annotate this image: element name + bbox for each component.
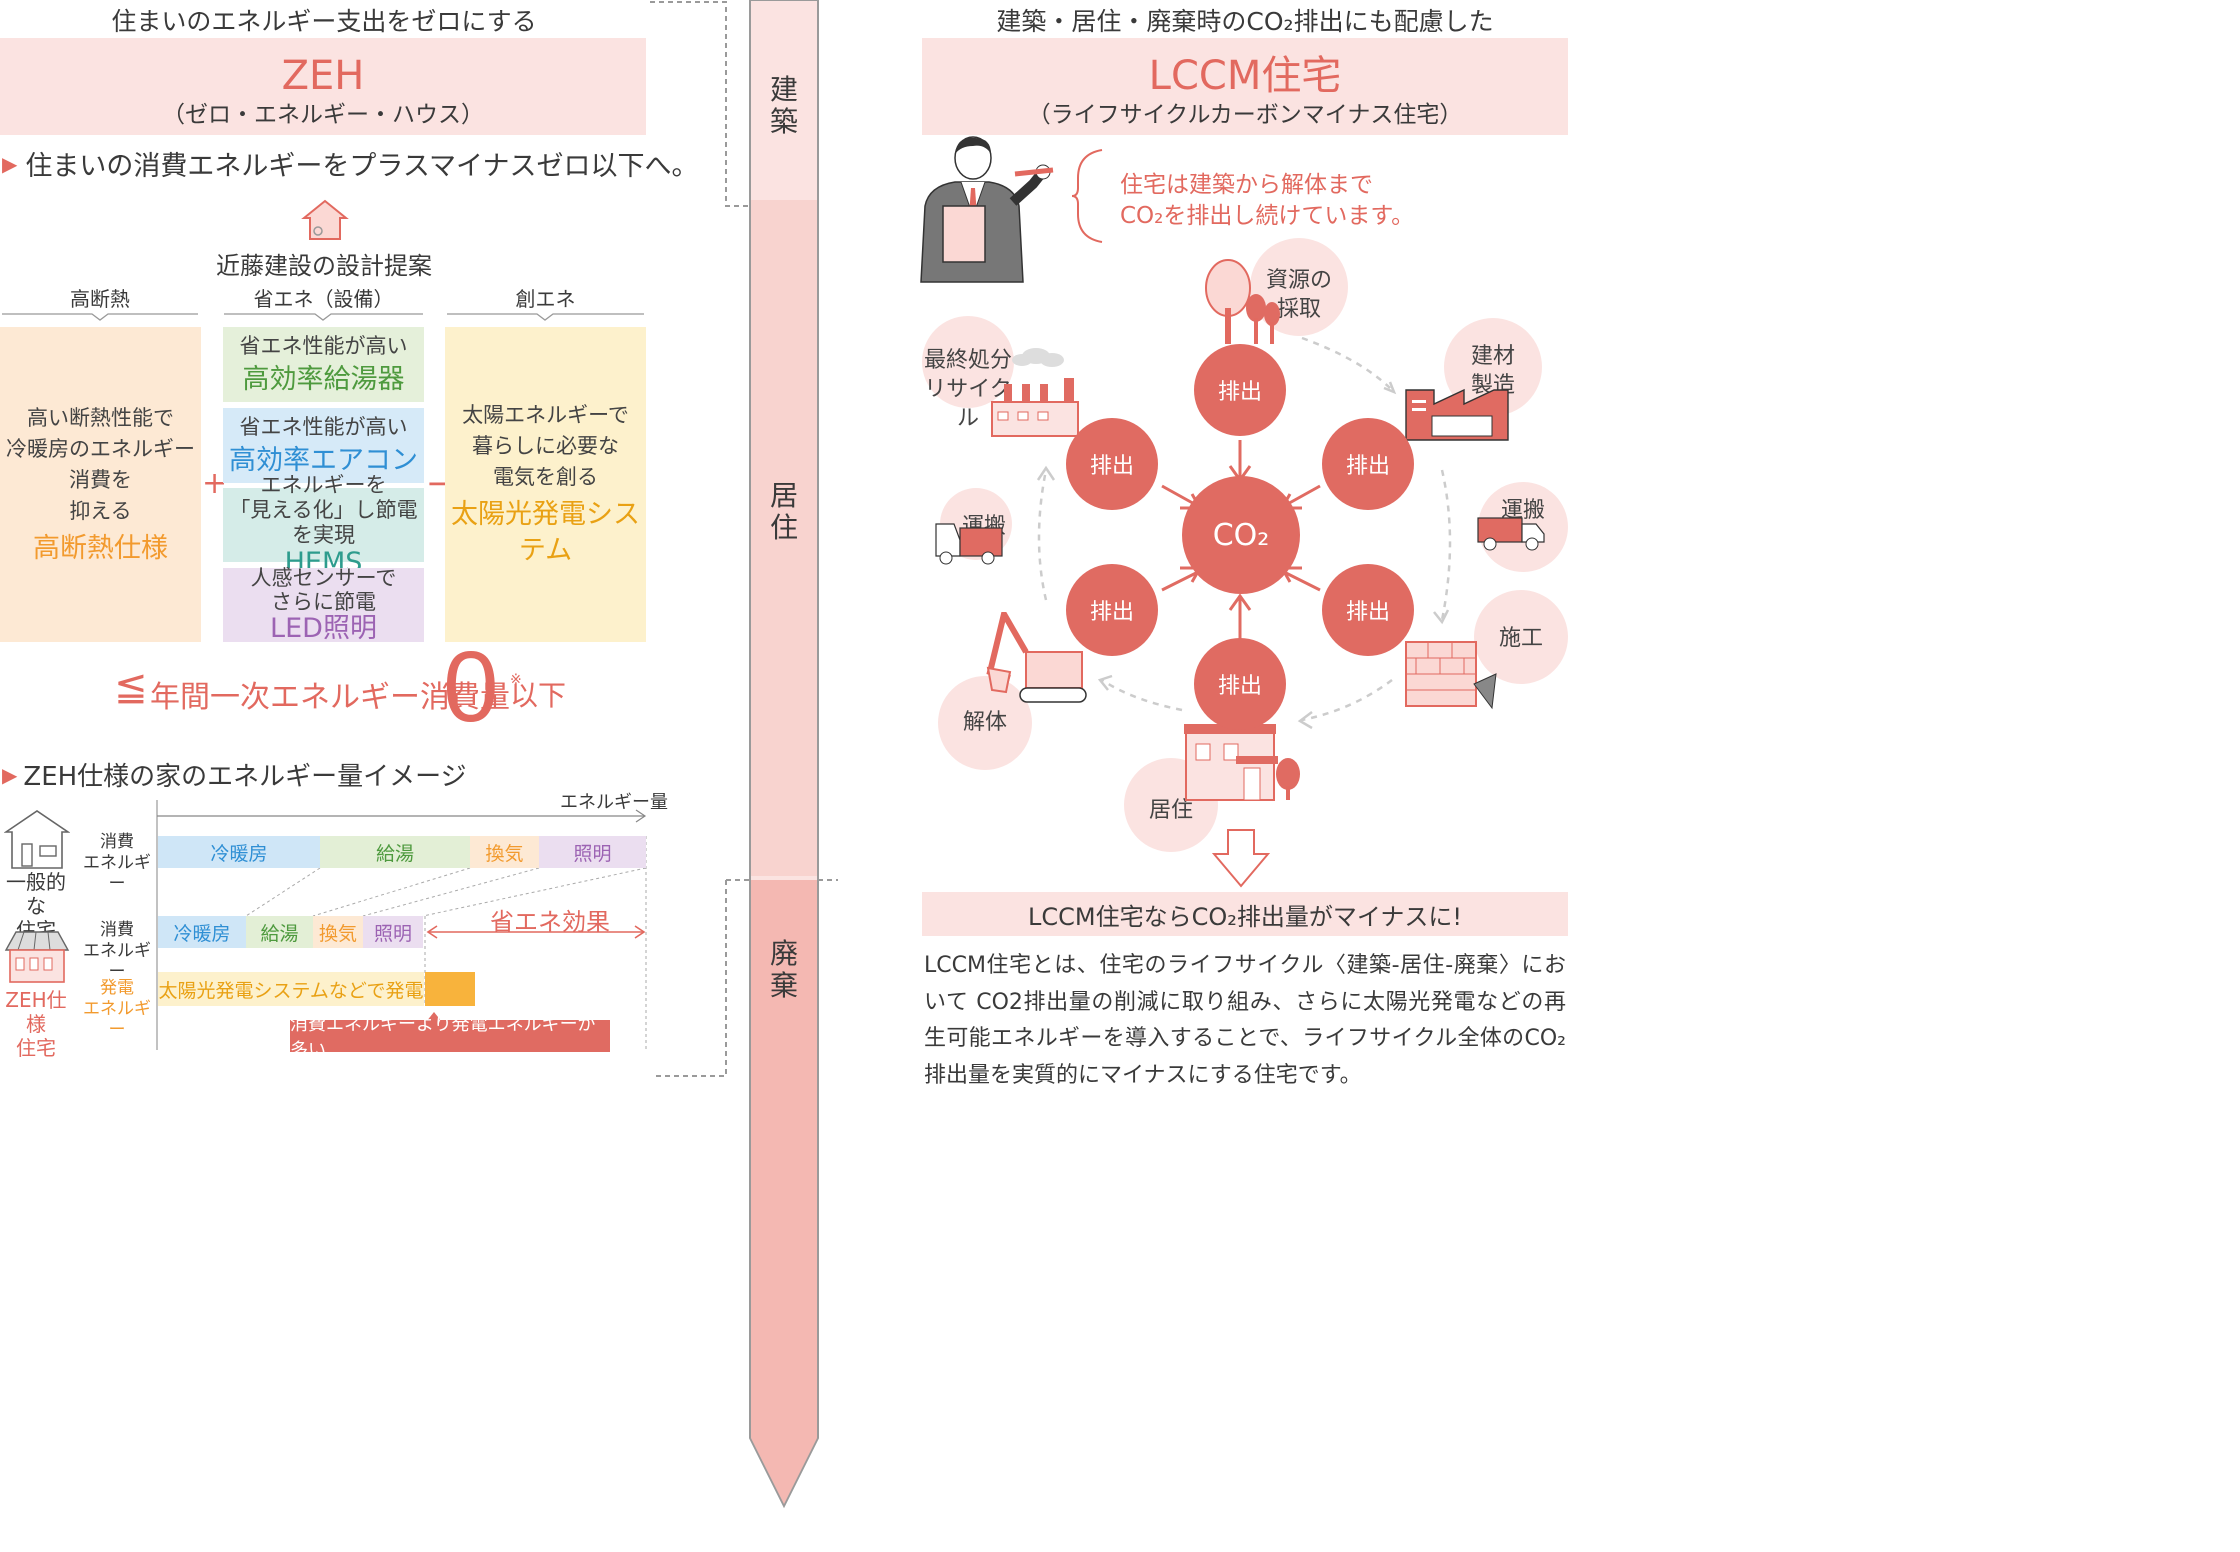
living-house-icon (1184, 724, 1300, 801)
speech-text: 住宅は建築から解体まで CO₂を排出し続けています。 (1120, 172, 1415, 229)
house2-label: ZEH仕様 住宅 (5, 988, 67, 1060)
row2-label: 消費 エネルギー (83, 920, 151, 982)
stage-demolition-circle (938, 676, 1032, 770)
bar-reidanbo: 冷暖房 (158, 836, 320, 868)
house-outline-icon (301, 199, 349, 240)
bar2-kanki: 換気 (313, 916, 363, 948)
lccm-title: LCCM住宅 (1148, 53, 1342, 99)
house-icon (4, 810, 70, 869)
saving-arrow (426, 925, 646, 939)
col-creation: 創エネ (515, 287, 576, 311)
lifecycle-dashed-arrows (1036, 336, 1452, 730)
water-heater-box: 省エネ性能が高い 高効率給湯器 (223, 327, 424, 402)
design-label: 近藤建設の設計提案 (216, 252, 432, 280)
emission-top: 排出 (1194, 344, 1286, 436)
bar-kanki: 換気 (470, 836, 539, 868)
zeh-caption: 住まいのエネルギー支出をゼロにする (111, 7, 537, 36)
stage-living-label: 居住 (1148, 798, 1193, 823)
plus-sign: + (202, 466, 228, 501)
solar-name: 太陽光発電システム (451, 499, 640, 566)
axis-label: エネルギー量 (560, 792, 668, 813)
ika-label: 以下 (510, 679, 567, 712)
emission-lower-left: 排出 (1066, 564, 1158, 656)
lccm-caption: 建築・居住・廃棄時のCO₂排出にも配慮した (996, 7, 1494, 36)
truck-left-icon (935, 523, 1003, 565)
trees-icon (1205, 259, 1280, 344)
zero-value: 0 (443, 631, 499, 743)
note-pointer (426, 1012, 442, 1022)
bar-generation: 太陽光発電システムなどで発電 (158, 972, 424, 1006)
triangle-icon: ▶ (2, 762, 18, 787)
aircon-box: 省エネ性能が高い 高効率エアコン (223, 408, 424, 483)
insulation-name: 高断熱仕様 (33, 532, 168, 564)
zeh-subtitle: （ゼロ・エネルギー・ハウス） (162, 102, 484, 128)
businessman-illustration (920, 136, 1054, 283)
bar2-shomei: 照明 (363, 916, 423, 948)
bar-kyuto: 給湯 (320, 836, 470, 868)
factory-icon (1405, 388, 1509, 441)
triangle-icon: ▶ (2, 151, 18, 176)
lccm-subtitle: （ライフサイクルカーボンマイナス住宅） (1027, 102, 1463, 128)
timeline-stage-live: 居 住 (769, 479, 798, 544)
speech-brace (1071, 149, 1103, 243)
zeh-title: ZEH (281, 53, 365, 99)
emission-lower-right: 排出 (1322, 564, 1414, 656)
zeh-bullet: ▶ 住まいの消費エネルギーをプラスマイナスゼロ以下へ。 (2, 151, 699, 182)
annual-label: 年間一次エネルギー消費量※ (150, 672, 522, 715)
row3-label: 発電 エネルギー (83, 978, 151, 1040)
zeh-house-icon (4, 931, 70, 983)
col-saving: 省エネ（設備） (253, 287, 394, 311)
truck-right-icon (1477, 517, 1545, 551)
stage-disposal-circle (922, 316, 1014, 408)
stage-construction-label: 施工 (1498, 626, 1543, 651)
lccm-title-band: LCCM住宅 （ライフサイクルカーボンマイナス住宅） (922, 38, 1568, 135)
excavator-icon (986, 612, 1087, 703)
timeline-stage-build: 建 築 (769, 73, 798, 138)
lccm-description: LCCM住宅とは、住宅のライフサイクル〈建築-居住-廃棄〉において CO2排出量… (924, 953, 1566, 1088)
timeline-frame (650, 0, 838, 1509)
bar2-reidanbo: 冷暖房 (158, 916, 246, 948)
co2-circle: CO₂ (1182, 476, 1300, 594)
led-box: 人感センサーで さらに節電 LED照明 (223, 566, 424, 644)
col-insulation: 高断熱 (70, 287, 130, 311)
recycling-plant-icon (991, 348, 1079, 437)
emission-upper-right: 排出 (1322, 418, 1414, 510)
stage-construction-circle (1474, 590, 1568, 684)
column-brackets (2, 313, 644, 321)
energy-chart-heading: ▶ ZEH仕様の家のエネルギー量イメージ (2, 762, 467, 792)
result-band: LCCM住宅ならCO₂排出量がマイナスに! (922, 892, 1568, 936)
bar-shomei: 照明 (539, 836, 646, 868)
hems-box: エネルギーを 「見える化」し節電を実現 HEMS (223, 473, 424, 577)
chart-axes (156, 800, 647, 1050)
timeline-stage-dispose: 廃 棄 (769, 937, 798, 1002)
solar-box: 太陽エネルギーで 暮らしに必要な 電気を創る 太陽光発電システム (445, 327, 646, 642)
bar-generation-surplus (425, 972, 475, 1006)
insulation-box: 高い断熱性能で 冷暖房のエネルギー消費を 抑える 高断熱仕様 (0, 327, 201, 642)
zeh-title-band: ZEH （ゼロ・エネルギー・ハウス） (0, 38, 646, 135)
emission-upper-left: 排出 (1066, 418, 1158, 510)
down-arrow-icon (1212, 829, 1270, 888)
note-banner: 消費エネルギーより発電エネルギーが多い (290, 1014, 610, 1061)
stage-resource-label: 資源の 採取 (1265, 268, 1332, 322)
emission-bottom: 排出 (1194, 638, 1286, 730)
stage-disposal-label: 最終処分 リサイクル (923, 348, 1012, 431)
bar2-kyuto: 給湯 (246, 916, 313, 948)
saving-effect-label: 省エネ効果 (490, 908, 610, 936)
bricks-icon (1405, 641, 1497, 710)
row1-label: 消費 エネルギー (83, 832, 151, 894)
leq-sign: ≦ (114, 664, 148, 710)
stage-demolition-label: 解体 (962, 710, 1007, 735)
